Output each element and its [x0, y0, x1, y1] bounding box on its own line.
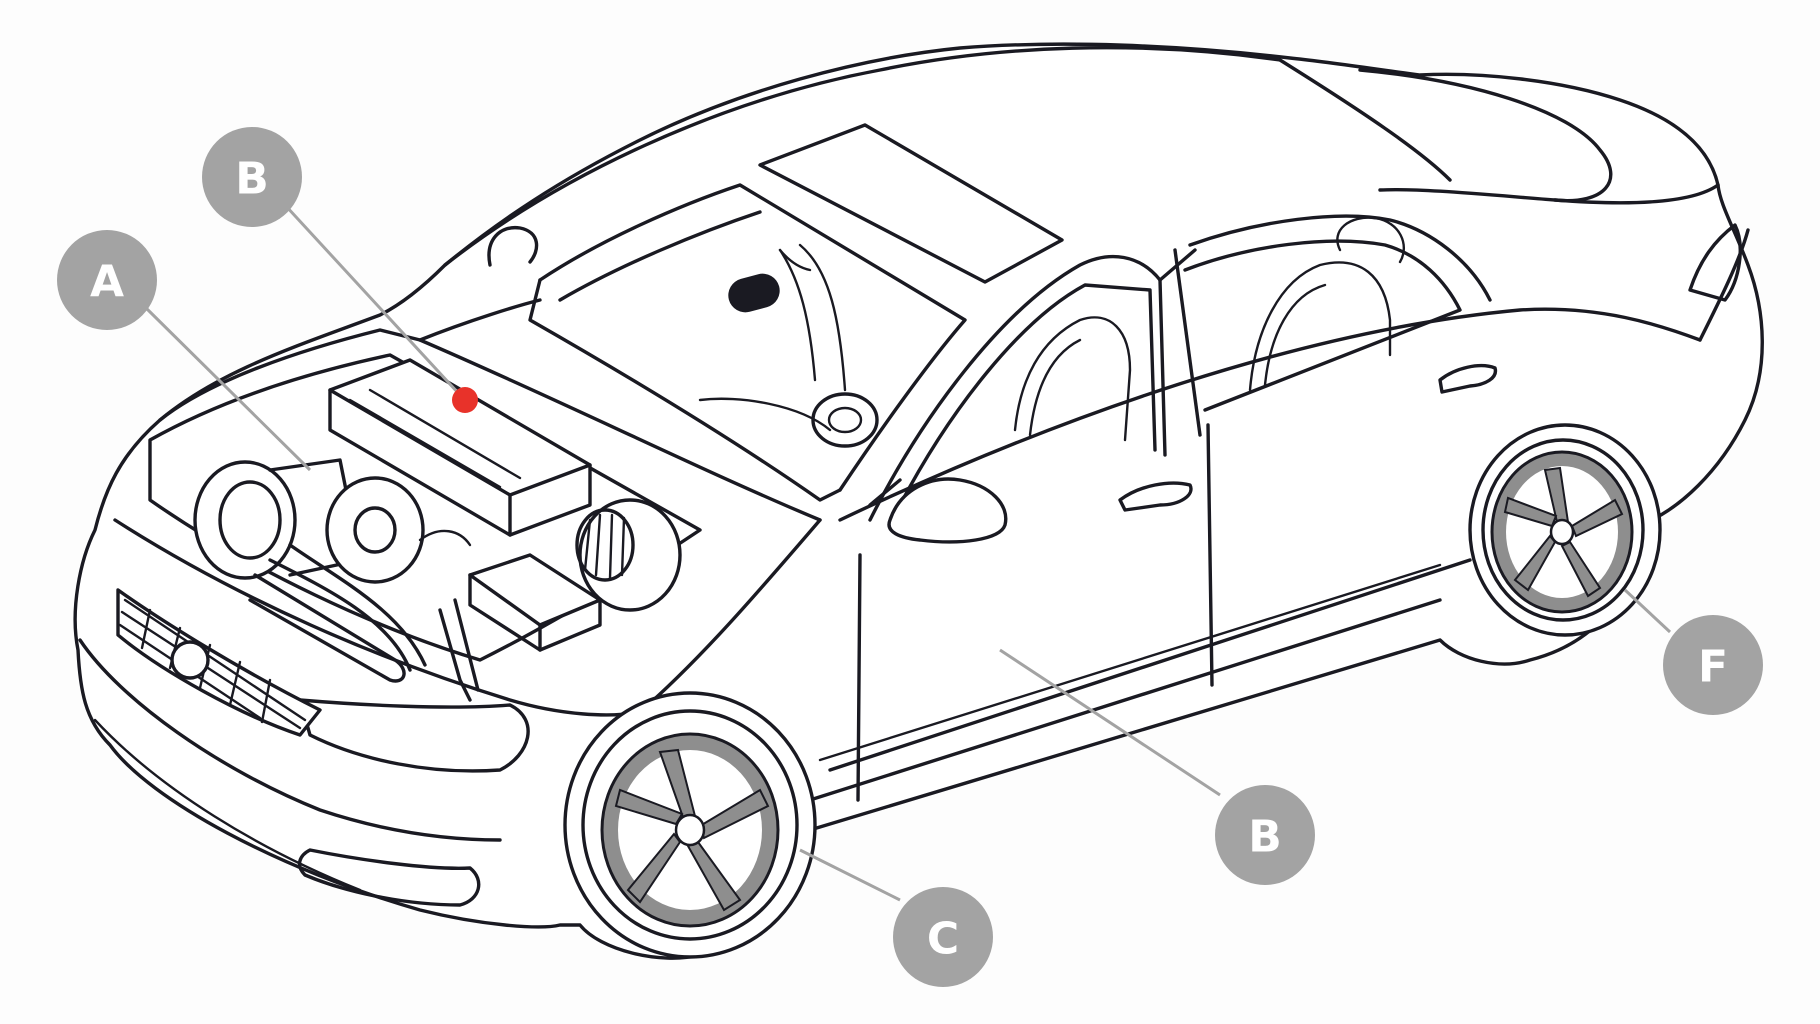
leader-b-top [283, 203, 462, 397]
callout-f[interactable]: F [1663, 615, 1763, 715]
leader-c [799, 848, 901, 902]
car-body [73, 42, 1764, 960]
callout-a[interactable]: A [57, 230, 157, 330]
callout-a-label: A [90, 257, 124, 308]
front-wheel [563, 691, 817, 959]
callout-b-side[interactable]: B [1215, 785, 1315, 885]
callout-c[interactable]: C [893, 887, 993, 987]
callout-b-top-label: B [235, 154, 269, 205]
callout-b-top[interactable]: B [202, 127, 302, 227]
engine-bay [148, 353, 702, 702]
callout-c-label: C [927, 914, 959, 965]
callout-b-side-label: B [1248, 812, 1282, 863]
highlight-marker [452, 387, 478, 413]
leader-b-side [999, 648, 1221, 797]
leader-f [1623, 588, 1672, 634]
leader-a [143, 305, 312, 472]
rear-wheel [1468, 423, 1662, 637]
callout-f-label: F [1698, 642, 1728, 693]
callout-leaders [143, 203, 1672, 902]
